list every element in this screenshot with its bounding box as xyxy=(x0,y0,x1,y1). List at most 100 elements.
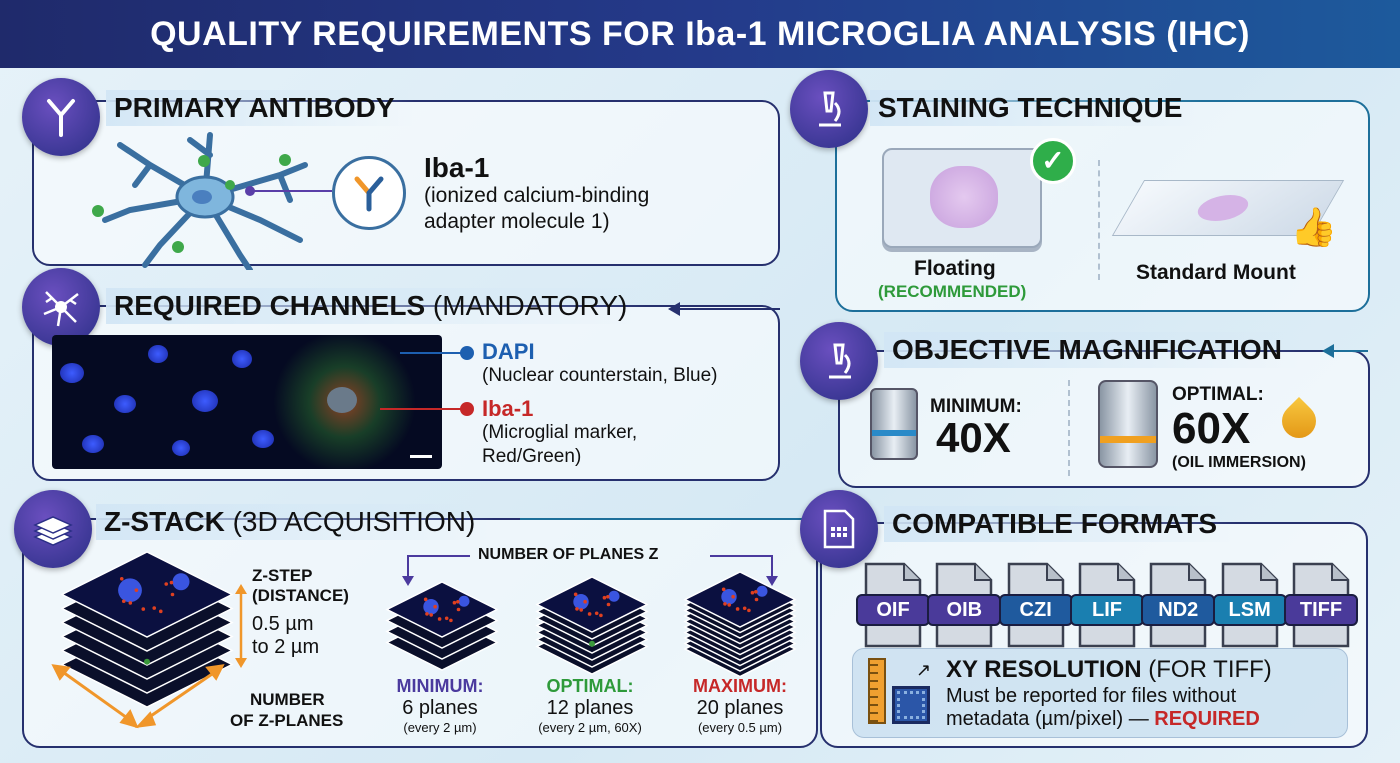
num-planes-label-1: NUMBER xyxy=(250,690,325,709)
antibody-icon xyxy=(22,78,100,156)
check-icon: ✓ xyxy=(1030,138,1076,184)
microglia-icon xyxy=(22,268,100,346)
arrow-icon: ↗ xyxy=(916,660,932,680)
dapi-desc: (Nuclear counterstain, Blue) xyxy=(482,365,718,386)
format-label: CZI xyxy=(998,594,1073,626)
antibody-name: Iba-1 xyxy=(424,152,490,183)
zstep-arrow-icon xyxy=(235,584,247,668)
format-label: ND2 xyxy=(1141,594,1216,626)
microscopy-image xyxy=(52,335,442,469)
level-planes: 6 planes xyxy=(402,697,478,719)
title-arrow xyxy=(672,308,780,310)
zstep-label-2: (DISTANCE) xyxy=(252,586,349,605)
format-file-oif: OIF xyxy=(856,562,930,648)
floating-label: Floating xyxy=(914,257,996,280)
level-planes: 12 planes xyxy=(546,697,634,719)
z-plane xyxy=(535,576,649,633)
xy-arrows-icon xyxy=(51,664,225,729)
zstep-range-1: 0.5 µm xyxy=(252,613,314,635)
min-label: MINIMUM: xyxy=(930,396,1022,417)
panel-title: OBJECTIVE MAGNIFICATION xyxy=(884,332,1302,368)
level-label: MINIMUM: xyxy=(396,676,484,696)
panel-title: COMPATIBLE FORMATS xyxy=(884,506,1238,542)
level-note: (every 2 µm, 60X) xyxy=(538,720,642,735)
dapi-pointer xyxy=(400,352,464,354)
title-rule xyxy=(520,518,818,520)
level-optimal: OPTIMAL: 12 planes (every 2 µm, 60X) xyxy=(510,676,670,735)
format-file-oib: OIB xyxy=(927,562,1002,648)
level-maximum: MAXIMUM: 20 planes (every 0.5 µm) xyxy=(670,676,810,735)
pixel-grid-icon xyxy=(892,686,930,724)
level-planes: 20 planes xyxy=(696,697,784,719)
file-grid-icon xyxy=(800,490,878,568)
page-title: QUALITY REQUIREMENTS FOR Iba-1 MICROGLIA… xyxy=(150,14,1250,53)
panel-title: STAINING TECHNIQUE xyxy=(870,90,1203,126)
format-label: OIB xyxy=(927,594,1002,626)
panel-title: Z-STACK (3D ACQUISITION) xyxy=(96,504,496,540)
iba-dot xyxy=(460,402,474,416)
arrow-head-icon xyxy=(668,302,680,316)
antibody-badge-icon xyxy=(332,156,406,230)
level-minimum: MINIMUM: 6 planes (every 2 µm) xyxy=(370,676,510,735)
z-plane xyxy=(385,581,499,638)
iba-desc-2: Red/Green) xyxy=(482,446,582,467)
iba-label: Iba-1 xyxy=(482,396,534,421)
stack-minimum xyxy=(385,580,500,680)
iba-pointer xyxy=(380,408,464,410)
xy-desc-2: metadata (µm/pixel) — REQUIRED xyxy=(946,708,1260,730)
panel-title: PRIMARY ANTIBODY xyxy=(106,90,415,126)
opt-value: 60X xyxy=(1172,404,1251,453)
dapi-dot xyxy=(460,346,474,360)
recommended-label: (RECOMMENDED) xyxy=(878,282,1027,301)
level-label: MAXIMUM: xyxy=(693,676,787,696)
microscope-icon xyxy=(790,70,868,148)
microglia-cell-illustration xyxy=(92,132,308,270)
planes-header: NUMBER OF PLANES Z xyxy=(478,546,659,563)
floating-well-plate xyxy=(882,148,1042,248)
standard-mount-label: Standard Mount xyxy=(1136,261,1296,284)
format-label: OIF xyxy=(856,594,930,626)
stack-maximum xyxy=(683,570,798,680)
dapi-label: DAPI xyxy=(482,339,535,364)
title-arrow xyxy=(1332,350,1368,352)
antibody-desc-1: (ionized calcium-binding xyxy=(424,184,650,207)
xy-resolution-box xyxy=(852,648,1348,738)
opt-label: OPTIMAL: xyxy=(1172,384,1264,405)
layers-icon xyxy=(14,490,92,568)
planes-header-bracket xyxy=(402,555,778,586)
level-note: (every 0.5 µm) xyxy=(697,720,783,735)
divider xyxy=(1098,160,1100,280)
level-note: (every 2 µm) xyxy=(403,720,477,735)
zstep-label-1: Z-STEP xyxy=(252,566,313,585)
stack-optimal xyxy=(535,575,650,680)
panel-primary-antibody xyxy=(32,100,780,266)
format-file-lif: LIF xyxy=(1069,562,1144,648)
header-banner: QUALITY REQUIREMENTS FOR Iba-1 MICROGLIA… xyxy=(0,0,1400,68)
z-plane xyxy=(683,571,797,628)
divider xyxy=(1068,380,1070,476)
format-label: LIF xyxy=(1069,594,1144,626)
format-file-czi: CZI xyxy=(998,562,1073,648)
z-stack-illustration xyxy=(60,550,234,720)
zstep-range-2: to 2 µm xyxy=(252,636,320,658)
thumbs-up-icon: 👍 xyxy=(1290,207,1338,249)
xy-desc-1: Must be reported for files without xyxy=(946,685,1237,707)
antibody-desc-2: adapter molecule 1) xyxy=(424,210,610,233)
format-label: LSM xyxy=(1212,594,1287,626)
iba-desc-1: (Microglial marker, xyxy=(482,422,638,443)
z-plane xyxy=(60,551,234,638)
format-file-tiff: TIFF xyxy=(1283,562,1358,648)
connector-line xyxy=(252,190,332,192)
format-label: TIFF xyxy=(1283,594,1358,626)
microscope-icon xyxy=(800,322,878,400)
objective-60x-icon xyxy=(1098,380,1158,468)
num-planes-label-2: OF Z-PLANES xyxy=(230,711,344,730)
ruler-icon xyxy=(868,658,886,724)
panel-title: REQUIRED CHANNELS (MANDATORY) xyxy=(106,288,648,324)
format-file-nd2: ND2 xyxy=(1141,562,1216,648)
xy-title: XY RESOLUTION (FOR TIFF) xyxy=(946,656,1272,683)
min-value: 40X xyxy=(936,414,1011,461)
level-label: OPTIMAL: xyxy=(546,676,634,696)
format-file-lsm: LSM xyxy=(1212,562,1287,648)
